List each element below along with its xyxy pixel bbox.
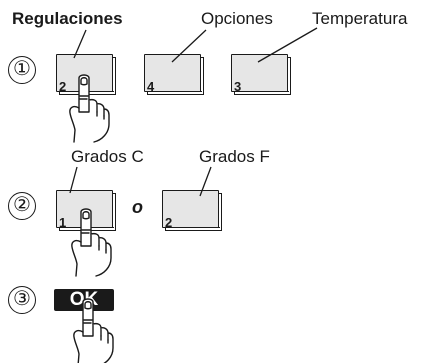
key-temperatura[interactable]: 3 bbox=[231, 54, 293, 96]
key-opciones[interactable]: 4 bbox=[144, 54, 206, 96]
label-grados-c: Grados C bbox=[71, 147, 144, 166]
key-underline bbox=[176, 227, 220, 228]
key-number: 4 bbox=[147, 79, 155, 94]
key-number: 2 bbox=[165, 215, 173, 230]
key-face bbox=[162, 190, 219, 228]
key-grados-f[interactable]: 2 bbox=[162, 190, 224, 232]
key-grados-c[interactable]: 1 bbox=[56, 190, 118, 232]
or-word: o bbox=[132, 197, 143, 217]
label-grados-f: Grados F bbox=[199, 147, 270, 166]
key-underline bbox=[70, 91, 114, 92]
key-underline bbox=[158, 91, 202, 92]
step-2-number: ② bbox=[8, 192, 36, 220]
ok-button[interactable]: OK bbox=[54, 289, 114, 311]
label-regulaciones: Regulaciones bbox=[12, 9, 123, 28]
key-underline bbox=[70, 227, 114, 228]
key-underline bbox=[245, 91, 289, 92]
key-number: 3 bbox=[234, 79, 242, 94]
key-number: 1 bbox=[59, 215, 67, 230]
label-opciones: Opciones bbox=[201, 9, 273, 28]
label-temperatura: Temperatura bbox=[312, 9, 408, 28]
key-regulaciones[interactable]: 2 bbox=[56, 54, 118, 96]
step-1-number: ① bbox=[8, 56, 36, 84]
step-3-number: ③ bbox=[8, 286, 36, 314]
key-number: 2 bbox=[59, 79, 67, 94]
